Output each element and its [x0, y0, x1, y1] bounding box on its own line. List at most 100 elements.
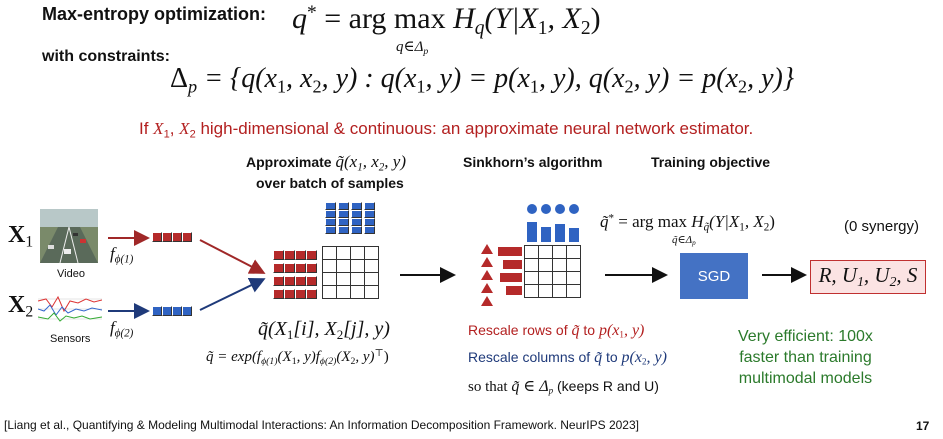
arrow-blue-to-grid [199, 278, 266, 311]
qf-f2sub: ϕ(2) [319, 355, 337, 367]
sensors-thumbnail [38, 289, 102, 329]
delta-2: 2 [312, 76, 322, 97]
eq-H-sub: q [474, 17, 485, 39]
rows-prefix: Rescale rows of [468, 322, 572, 338]
sinkhorn-col-bar [541, 227, 551, 242]
approx-line2: over batch of samples [256, 175, 404, 191]
result-box: R, U1, U2, S [810, 260, 926, 294]
delta-mid2: , y) : q(x [321, 63, 417, 94]
sensors-caption: Sensors [50, 333, 91, 345]
zero-synergy-label: (0 synergy) [844, 218, 920, 235]
result-end: , S [896, 263, 918, 288]
obj-Hsub: q̃ [703, 221, 710, 234]
approx-end: , y) [384, 152, 407, 171]
f-phi2-label: fϕ(2) [110, 318, 133, 339]
delta-p: p [188, 76, 198, 97]
sinkhorn-triangle [481, 244, 493, 254]
sinkhorn-triangle [481, 270, 493, 280]
so-that-note: so that q̃ ∈ Δp (keeps R and U) [468, 376, 659, 396]
note-sub1: 1 [163, 128, 170, 141]
f2-sub: ϕ(2) [114, 327, 134, 340]
training-objective-subscript: q̃∈Δp [672, 233, 696, 247]
sinkhorn-matrix [524, 245, 581, 298]
qf-top: ⊤ [374, 348, 384, 359]
result-r: R, U [818, 263, 858, 288]
note-sub2: 2 [189, 128, 196, 141]
f2: f [110, 318, 115, 337]
rescale-columns: Rescale columns of q̃ to p(x2, y) [468, 349, 667, 367]
eq-args: (Y|X [484, 2, 538, 35]
cols-q: q̃ [594, 349, 603, 366]
sothat-prefix: so that [468, 379, 512, 395]
sinkhorn-col-bar [569, 228, 579, 242]
delta-5: 2 [624, 76, 634, 97]
sinkhorn-circle [569, 204, 579, 214]
obj-sub: q̃∈Δ [672, 234, 693, 246]
f1-sub: ϕ(1) [114, 253, 134, 266]
neural-estimator-note: If X1, X2 high-dimensional & continuous:… [139, 119, 753, 140]
rows-q: q̃ [571, 322, 580, 339]
x2-embedding [152, 306, 192, 316]
efficient-line2: faster than training [739, 349, 872, 366]
obj-sub-p: p [692, 239, 696, 248]
efficient-line3: multimodal models [738, 370, 873, 387]
qtilde-formula: q̃ = exp(fϕ(1)(X1, y)fϕ(2)(X2, y)⊤) [206, 348, 389, 367]
sinkhorn-circle [555, 204, 565, 214]
sinkhorn-header: Sinkhorn’s algorithm [463, 154, 603, 170]
x1-sub: 1 [25, 233, 34, 251]
rescale-rows: Rescale rows of q̃ to p(x1, y) [468, 322, 644, 340]
qf-f1sub: ϕ(1) [261, 355, 278, 367]
qf-lhs: q̃ = exp(f [206, 348, 262, 365]
sinkhorn-col-bar [555, 224, 565, 242]
qf-x2: 2 [350, 355, 356, 367]
sinkhorn-col-bar [527, 222, 537, 242]
eq-sub: q∈Δ [396, 39, 424, 55]
sinkhorn-triangle [481, 257, 493, 267]
qf-mid1: (X [277, 348, 292, 365]
maxent-equation: q* = arg max Hq(Y|X1, X2) [292, 2, 601, 40]
obj-args: (Y|X [709, 212, 740, 231]
approx-2: 2 [378, 161, 385, 174]
obj-lhs: q̃ [600, 212, 609, 231]
approx-q: q̃(x [335, 152, 358, 171]
eq-q: q [292, 2, 307, 35]
training-objective-formula: q̃* = arg max Hq̃(Y|X1, X2) [600, 212, 775, 233]
sinkhorn-row-bar [506, 286, 522, 295]
qt-end: [j], y) [343, 318, 390, 340]
x2-var: X [8, 292, 26, 318]
x1-embedding [152, 232, 192, 242]
training-header: Training objective [651, 154, 771, 170]
x1-var: X [8, 222, 26, 248]
qf-x1: 1 [291, 355, 297, 367]
eq-x2: 2 [580, 17, 591, 39]
cols-prefix: Rescale columns of [468, 349, 595, 365]
constraints-label: with constraints: [42, 48, 171, 65]
delta-mid4: , y), q(x [539, 63, 625, 94]
approx-math: q̃(x1, x2, y) [335, 152, 407, 174]
sinkhorn-row-bar [498, 247, 522, 256]
x2-sub: 2 [25, 303, 34, 321]
sinkhorn-circle [527, 204, 537, 214]
eq-x1: 1 [537, 17, 548, 39]
obj-comma: , X [744, 212, 764, 231]
sothat-end: (keeps R and U) [553, 378, 659, 394]
approx-mid: , x [362, 152, 379, 171]
qt-head: q̃(X [258, 318, 287, 340]
sothat-math: q̃ ∈ Δ [511, 378, 549, 395]
approx-label: Approximate [246, 154, 332, 170]
cols-p: p(x [621, 349, 642, 366]
eq-comma: , X [547, 2, 581, 35]
qf-end: ) [383, 348, 389, 365]
sinkhorn-circle [541, 204, 551, 214]
maxent-label: Max-entropy optimization: [42, 4, 266, 24]
eq-sub-p: p [423, 45, 429, 57]
delta-mid1: , x [286, 63, 313, 94]
x2-label: X2 [8, 292, 33, 322]
approx-header: Approximate q̃(x1, x2, y) [246, 152, 406, 173]
note-suffix: high-dimensional & continuous: an approx… [195, 119, 754, 138]
video-thumbnail [40, 209, 98, 263]
eq-argmax: = arg max [316, 2, 454, 35]
batch-red-embeddings [273, 250, 317, 299]
f-phi1-label: fϕ(1) [110, 244, 133, 265]
x1-label: X1 [8, 222, 33, 252]
